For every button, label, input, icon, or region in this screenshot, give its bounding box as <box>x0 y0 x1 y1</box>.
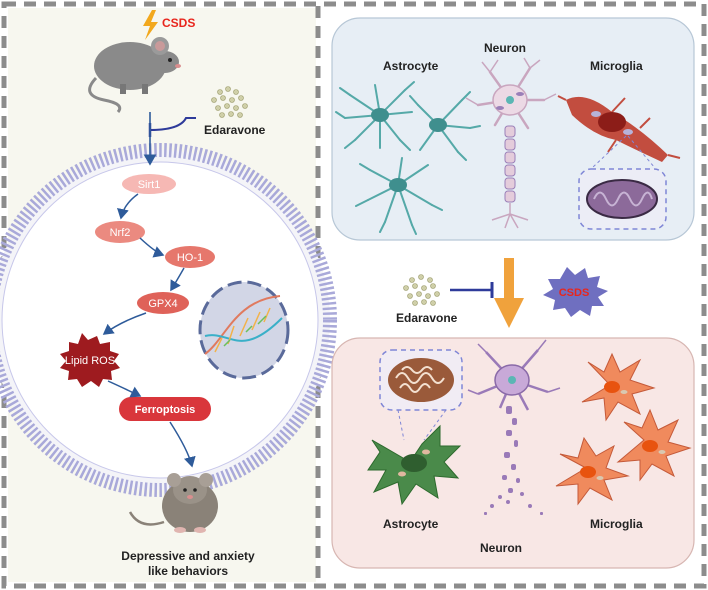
lightning-icon <box>143 10 158 40</box>
outcome-line-1: Depressive and anxiety <box>121 549 255 563</box>
edaravone-particles-middle <box>403 274 440 306</box>
zoom-line-right-top <box>627 135 656 169</box>
healthy-neuron-icon <box>465 57 557 229</box>
pathway-arrows <box>102 193 196 468</box>
microglia-nuclei <box>580 381 666 480</box>
mouse-icon <box>88 37 181 113</box>
gpx4-pill <box>137 292 189 314</box>
ferroptosis-label: Ferroptosis <box>135 404 196 416</box>
csds-starburst <box>543 267 608 317</box>
nucleus-dna-icon <box>198 280 290 380</box>
sirt1-pill <box>122 174 176 194</box>
lipid-ros-burst <box>60 333 120 387</box>
damaged-mitochondria-icon <box>388 358 454 402</box>
zoom-line-right-bottom <box>423 409 447 441</box>
inhibition-line-left <box>149 117 196 131</box>
zoom-line-left-bottom <box>397 409 405 441</box>
lipid-ros-label: Lipid ROS <box>65 355 115 367</box>
microglia-label-bottom: Microglia <box>590 517 643 531</box>
depressed-mouse-icon <box>128 473 218 533</box>
edaravone-particles-left <box>211 86 248 118</box>
nrf2-label: Nrf2 <box>110 227 131 239</box>
cell-interior <box>1 161 319 479</box>
csds-label-left: CSDS <box>162 16 195 30</box>
zoom-line-left-top <box>591 135 627 169</box>
gpx4-label: GPX4 <box>148 298 177 310</box>
microglia-label-top: Microglia <box>590 59 643 73</box>
edaravone-label-left: Edaravone <box>204 123 266 137</box>
resting-microglia-icon <box>557 95 681 162</box>
transition-arrow <box>494 258 524 328</box>
degenerating-neuron-icon <box>467 339 561 515</box>
outcome-line-2: like behaviors <box>148 564 228 578</box>
healthy-astrocytes-icon <box>335 81 481 235</box>
sirt1-label: Sirt1 <box>138 179 161 191</box>
nrf2-pill <box>95 221 145 243</box>
reactive-astrocyte-icon <box>367 424 462 506</box>
ho1-pill <box>165 246 215 268</box>
astrocyte-label-top: Astrocyte <box>383 59 439 73</box>
healthy-mitochondria-icon <box>586 179 658 219</box>
csds-label-middle: CSDS <box>559 287 590 299</box>
neuron-label-bottom: Neuron <box>480 541 522 555</box>
astrocyte-label-bottom: Astrocyte <box>383 517 439 531</box>
ho1-label: HO-1 <box>177 252 203 264</box>
ferroptosis-pill <box>119 397 211 421</box>
neuron-label-top: Neuron <box>484 41 526 55</box>
edaravone-label-middle: Edaravone <box>396 311 458 325</box>
